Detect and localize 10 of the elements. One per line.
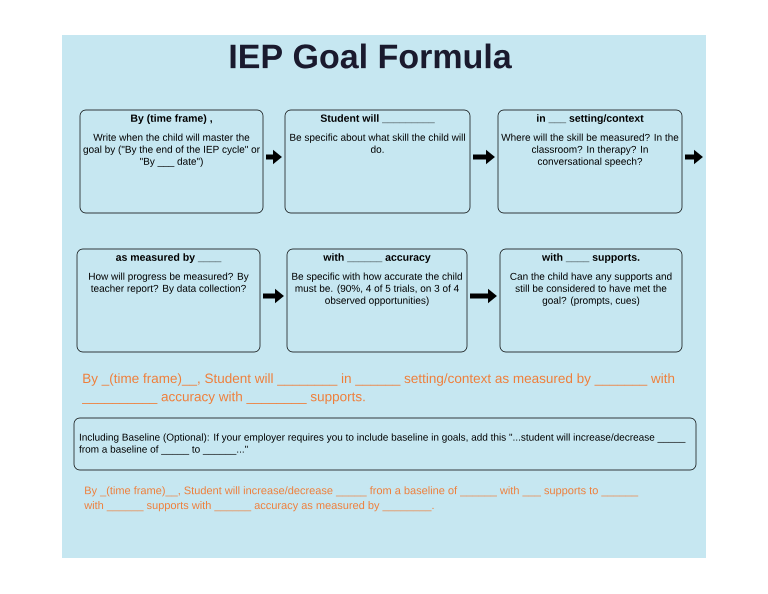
title: IEP Goal Formula	[230, 44, 512, 68]
step-box: Including Baseline (Optional): If your employer requires you to include baseline in goals, add this "...student will increase/decrease _____ from a baseline of _____ to ______..."	[74, 418, 696, 470]
step-box: By (time frame) , Write when the child will master the goal by ("By the end of the IEP cycle" or "By ___ date")	[80, 110, 264, 214]
step-box: Student will _________ Be specific about what skill the child will do.	[284, 110, 470, 214]
step-box: as measured by ____ How will progress be measured? By teacher report? By data collection?	[76, 248, 260, 352]
formula-sentence: By _(time frame)__, Student will ________ in ______ setting/context as measured by _______ with __________ accuracy with ________ supports.	[82, 373, 674, 404]
formula-sentence: By _(time frame)__, Student will increase/decrease _____ from a baseline of ______ with ___ supports to ______ with ______ supports with ______ accuracy as measured by ________.	[84, 486, 638, 512]
step-box: with ______ accuracy Be specific with how accurate the child must be. (90%, 4 of 5 trials, on 3 of 4 observed opportunities)	[286, 248, 468, 352]
step-box: in ___ setting/context Where will the skill be measured? In the classroom? In therapy? In conversational speech?	[498, 110, 682, 214]
step-box: with ____ supports. Can the child have any supports and still be considered to have met the goal? (prompts, cues)	[500, 248, 682, 352]
